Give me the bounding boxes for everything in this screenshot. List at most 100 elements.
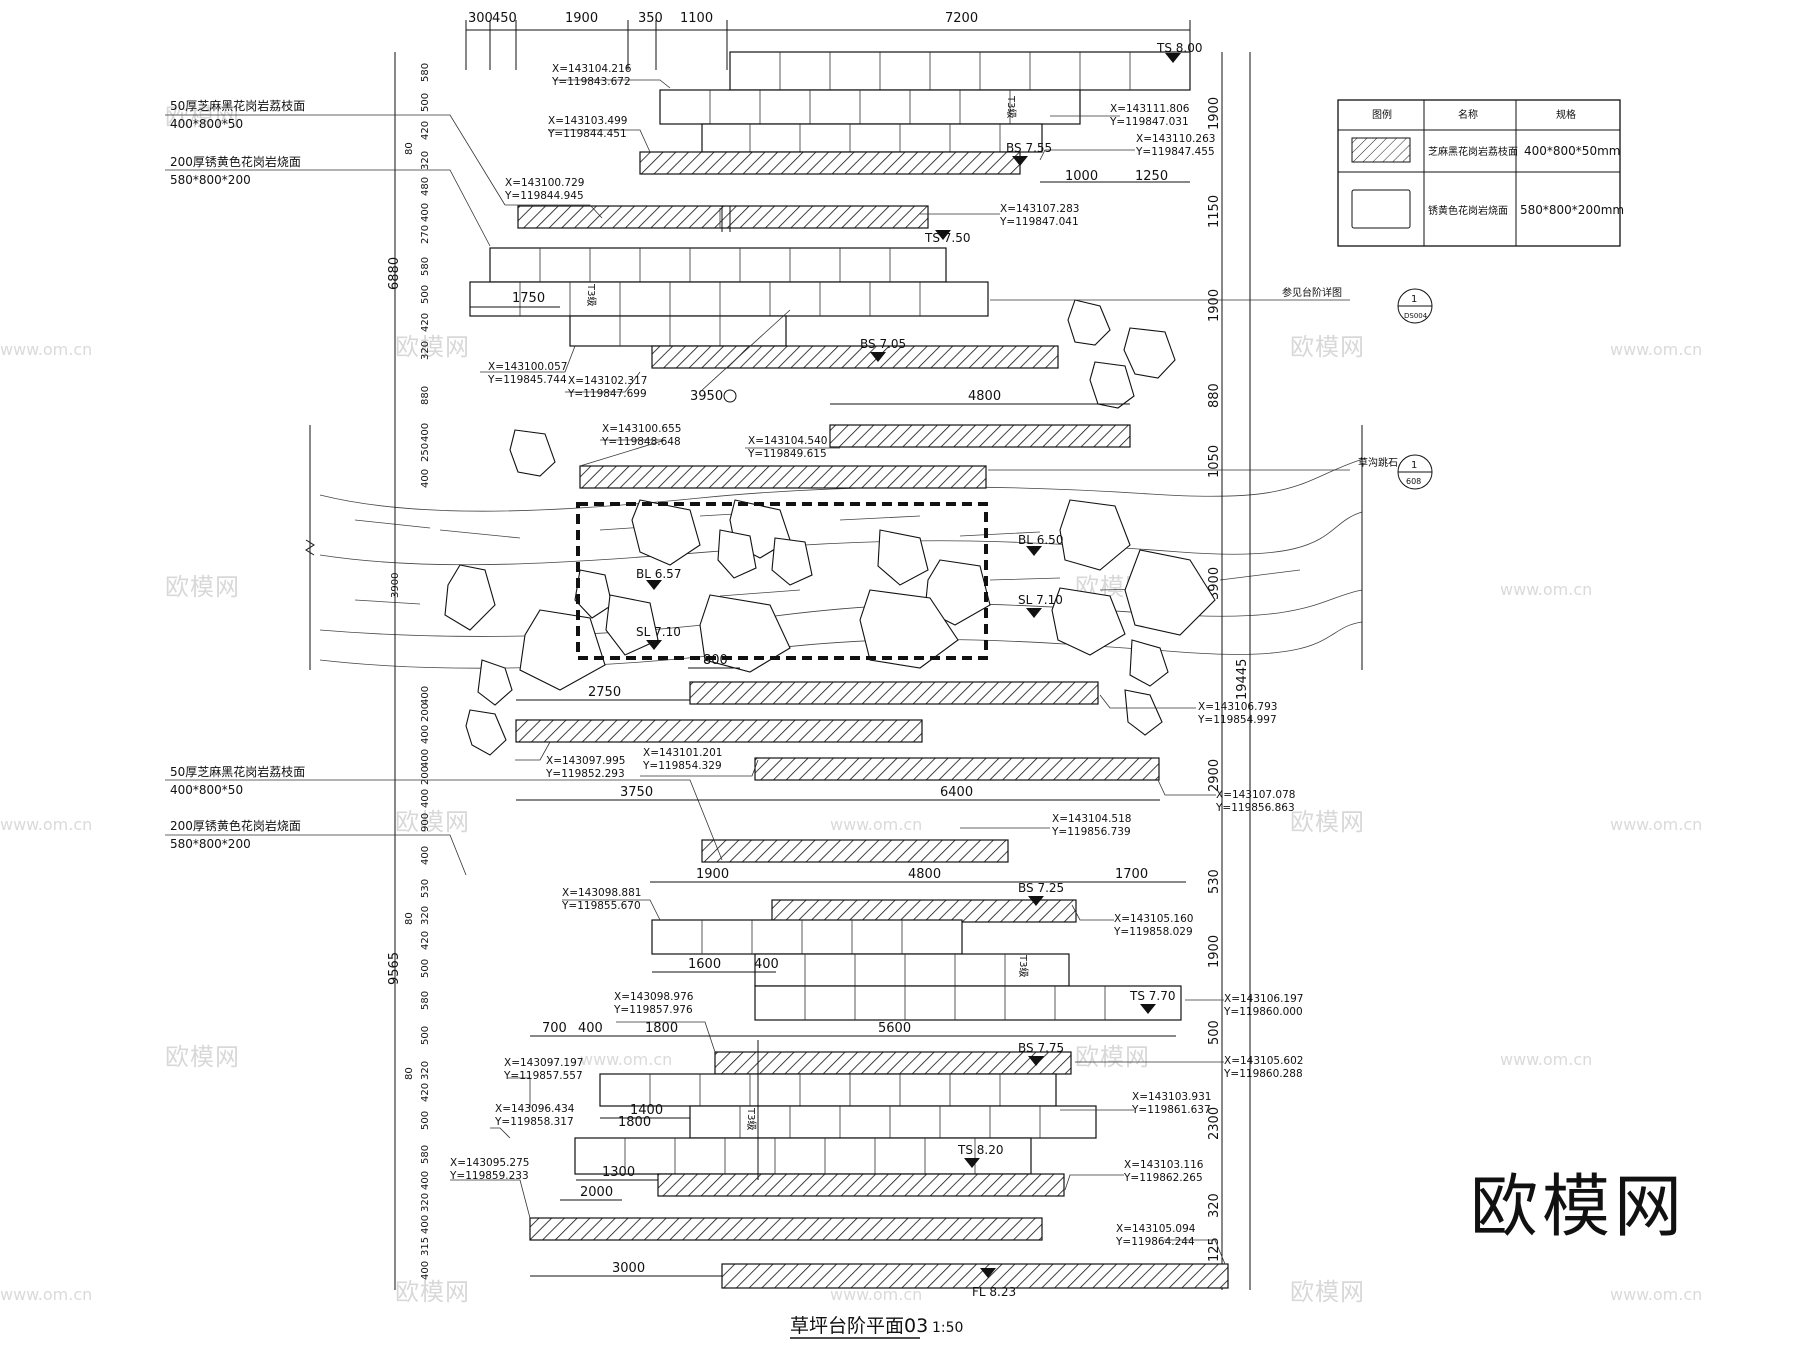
dim-label: 200: [420, 766, 431, 785]
coord-y: Y=119858.029: [1113, 926, 1193, 938]
dim-label: 6400: [940, 785, 973, 800]
paver-row: [569, 315, 787, 347]
paver-row: [659, 89, 1081, 125]
watermark-text: 欧模网: [395, 808, 470, 836]
step-tag: T3级: [1005, 95, 1017, 118]
coord-y: Y=119856.739: [1051, 826, 1131, 838]
leader-lines: [165, 79, 1350, 1265]
inner-dimensions: 1000 1250 1750 3950 4800 800 2750 3750 6…: [470, 169, 1190, 1277]
annotation-text: 200厚锈黄色花岗岩烧面: [170, 154, 301, 169]
watermark-url: www.om.cn: [1500, 580, 1592, 599]
dim-label: 1900: [1207, 97, 1222, 130]
watermark-url: www.om.cn: [1500, 1050, 1592, 1069]
elevation-markers: TS 8.00 BS 7.55 TS 7.50 BS 7.05 BL 6.50 …: [636, 41, 1202, 1299]
stepping-stones: [444, 299, 1216, 756]
dim-label: 400: [420, 1215, 431, 1234]
dim-label: 420: [420, 931, 431, 950]
level-label: BS 7.25: [1018, 881, 1064, 895]
coord-y: Y=119860.288: [1223, 1068, 1303, 1080]
coord-x: X=143105.094: [1116, 1223, 1196, 1235]
dim-label: 315: [420, 1237, 431, 1256]
dim-label: 1800: [618, 1115, 651, 1130]
dim-label: 1250: [1135, 169, 1168, 184]
dim-label: 5600: [878, 1021, 911, 1036]
annotation-text: 200厚锈黄色花岗岩烧面: [170, 818, 301, 833]
coord-x: X=143103.116: [1124, 1159, 1204, 1171]
granite-slab: [517, 205, 929, 229]
legend-header: 图例: [1372, 108, 1392, 121]
level-label: BL 6.57: [636, 567, 681, 581]
coord-x: X=143102.317: [568, 375, 647, 387]
dim-label: 1000: [1065, 169, 1098, 184]
level-label: TS 8.00: [1156, 41, 1202, 55]
paver-row: [701, 123, 1043, 153]
stepping-stone-zone: [576, 502, 988, 660]
dim-label: 80: [404, 912, 415, 925]
annotation-text: 400*800*50: [170, 783, 243, 797]
step-tag: T3级: [745, 1107, 757, 1130]
watermark-text: 欧模网: [1290, 1278, 1365, 1306]
dim-label: 80: [404, 142, 415, 155]
paver-row: [729, 51, 1191, 91]
coord-y: Y=119862.265: [1123, 1172, 1203, 1184]
granite-slab: [639, 151, 1021, 175]
dim-label: 400: [754, 957, 779, 972]
watermark-text: 欧模网: [1075, 1043, 1150, 1071]
legend-header: 规格: [1556, 108, 1576, 121]
granite-slab: [771, 899, 1077, 923]
watermark-url: www.om.cn: [0, 815, 92, 834]
dim-label: 320: [420, 1193, 431, 1212]
coord-x: X=143105.160: [1114, 913, 1193, 925]
coord-x: X=143107.078: [1216, 789, 1295, 801]
coord-y: Y=119864.244: [1115, 1236, 1195, 1248]
dim-label: 200: [420, 703, 431, 722]
coord-y: Y=119854.997: [1197, 714, 1277, 726]
dim-label: 80: [404, 1067, 415, 1080]
coord-y: Y=119855.670: [561, 900, 641, 912]
step-tag: T3级: [1017, 954, 1029, 977]
watermark-text: 欧模网: [395, 1278, 470, 1306]
detail-ref-label: 参见台阶详图: [1282, 286, 1342, 299]
watermark-url: www.om.cn: [830, 815, 922, 834]
detail-ref-number: 1: [1411, 294, 1417, 305]
granite-slab: [689, 681, 1099, 705]
level-label: TS 8.20: [957, 1143, 1003, 1157]
left-dimensions: 580 500 420 80 320 480 400 270 580 500 4…: [387, 63, 431, 1280]
watermark-url: www.om.cn: [1610, 1285, 1702, 1304]
right-dimensions: 1900 1150 1900 880 1050 3900 2900 530 19…: [1207, 97, 1250, 1262]
coord-y: Y=119859.233: [449, 1170, 529, 1182]
level-label: SL 7.10: [1018, 593, 1063, 607]
dim-label: 1300: [602, 1165, 635, 1180]
coord-y: Y=119860.000: [1223, 1006, 1303, 1018]
dim-label: 580: [420, 257, 431, 276]
detail-references: 参见台阶详图 1 DS004 草沟跳石 1 608: [1282, 286, 1433, 490]
dim-label: 900: [420, 813, 431, 832]
legend-swatch-plain: [1351, 189, 1411, 229]
coord-x: X=143098.976: [614, 991, 694, 1003]
coord-y: Y=119847.699: [567, 388, 647, 400]
granite-slab: [721, 1263, 1229, 1289]
dim-label: 420: [420, 121, 431, 140]
dim-label: 7200: [945, 11, 978, 26]
dim-label: 300: [468, 11, 493, 26]
granite-slab: [829, 424, 1131, 448]
coord-x: X=143107.283: [1000, 203, 1079, 215]
annotation-text: 580*800*200: [170, 173, 251, 187]
watermark-text: 欧模网: [1290, 333, 1365, 361]
granite-slab: [714, 1051, 1072, 1075]
coord-y: Y=119854.329: [642, 760, 722, 772]
coord-x: X=143106.197: [1224, 993, 1303, 1005]
watermark-url: www.om.cn: [1610, 815, 1702, 834]
coord-x: X=143100.057: [488, 361, 567, 373]
coord-x: X=143106.793: [1198, 701, 1277, 713]
legend-spec: 400*800*50mm: [1524, 144, 1620, 158]
dim-label: 2000: [580, 1185, 613, 1200]
dim-label: 2750: [588, 685, 621, 700]
dim-label: 500: [420, 93, 431, 112]
paver-row: [469, 281, 989, 317]
dim-label: 350: [638, 11, 663, 26]
coord-x: X=143095.275: [450, 1157, 529, 1169]
dim-label: 400: [420, 846, 431, 865]
drawing-title: 草坪台阶平面03 1:50: [790, 1315, 963, 1339]
